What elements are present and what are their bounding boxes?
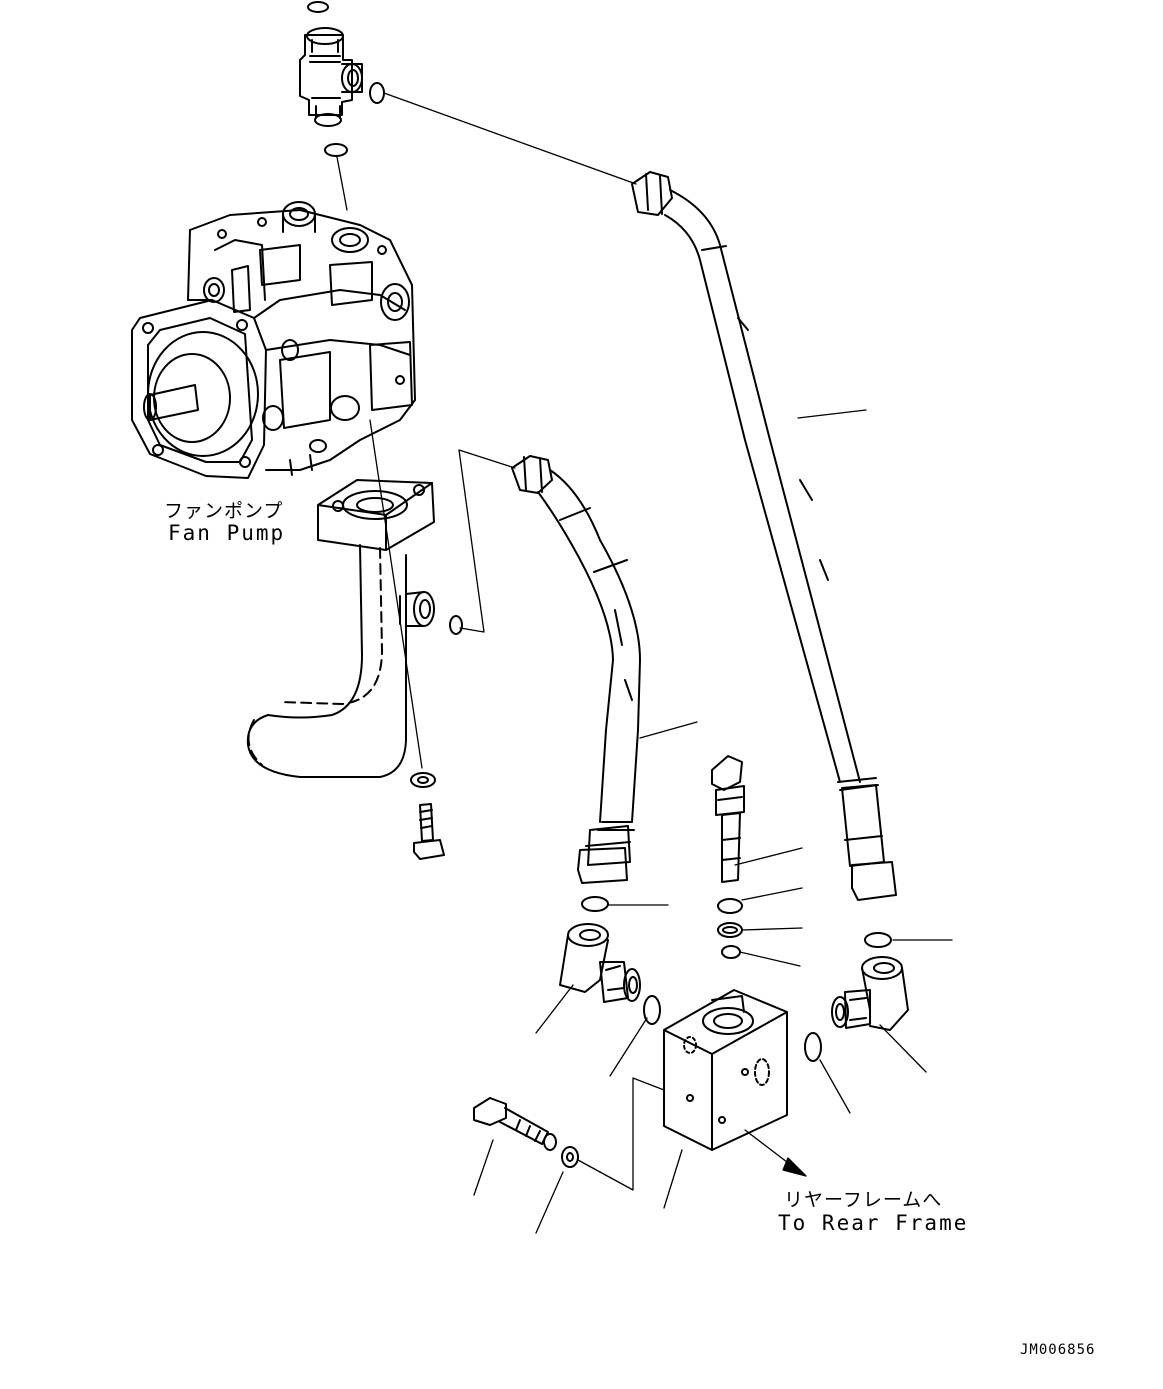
elbow-fitting-right (831, 956, 909, 1031)
hose-right (631, 171, 897, 901)
left-oring-small (643, 995, 661, 1025)
bolt-washer (410, 772, 436, 788)
rear-frame-label-jp: リヤーフレームへ (784, 1189, 943, 1211)
fan-pump-label: Fan Pump (168, 521, 286, 545)
oring-side (369, 82, 385, 104)
right-oring-small (804, 1032, 822, 1062)
rear-frame-label: To Rear Frame (778, 1211, 969, 1235)
block-bolt (473, 1097, 557, 1151)
rear-frame-arrow (744, 1129, 807, 1177)
hose-left (511, 455, 641, 884)
pump-oring (449, 615, 463, 635)
pump-bolt (413, 803, 445, 860)
fan-pump (131, 201, 416, 479)
valve-orings (717, 898, 743, 959)
top-oring-lower (324, 143, 348, 157)
elbow-fitting-left (559, 923, 641, 1003)
left-oring (581, 896, 609, 912)
split-flange-fitting (399, 591, 435, 627)
flange-plate (317, 479, 435, 551)
right-oring (864, 932, 892, 948)
tee-fitting (299, 27, 363, 127)
check-valve (711, 755, 745, 883)
top-oring-upper (307, 1, 329, 13)
assembly-lines (336, 92, 665, 1191)
drawing-code: JM006856 (1020, 1342, 1096, 1358)
manifold-block (663, 989, 788, 1151)
block-washer (561, 1146, 579, 1168)
leader-lines (473, 409, 953, 1234)
elbow-pipe (246, 544, 407, 778)
fan-pump-label-jp: ファンポンプ (164, 500, 284, 522)
